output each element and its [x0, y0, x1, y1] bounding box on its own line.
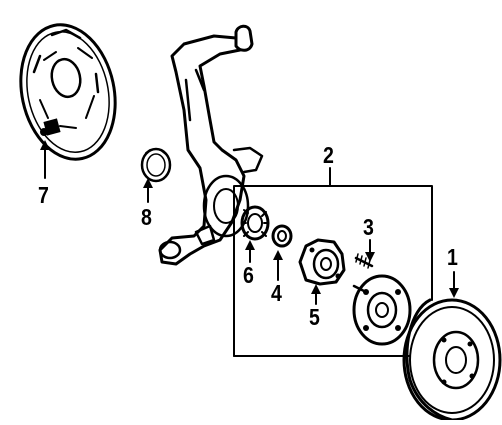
backing-plate	[19, 23, 117, 161]
callout-5: 5	[309, 304, 320, 330]
steering-knuckle	[158, 24, 264, 266]
seal	[140, 147, 172, 183]
callout-1: 1	[447, 244, 458, 270]
callout-3: 3	[363, 214, 374, 240]
leader-lines	[40, 140, 459, 305]
callout-7: 7	[38, 182, 49, 208]
brake-drum	[402, 298, 502, 422]
bearing	[240, 205, 270, 241]
callout-8: 8	[141, 204, 152, 230]
hub-flange	[352, 274, 412, 346]
callout-6: 6	[243, 262, 254, 288]
lock-nut	[271, 224, 293, 248]
callout-4: 4	[271, 280, 282, 306]
assembly-bracket	[233, 185, 433, 357]
callout-2: 2	[323, 142, 334, 168]
hub	[298, 238, 346, 286]
